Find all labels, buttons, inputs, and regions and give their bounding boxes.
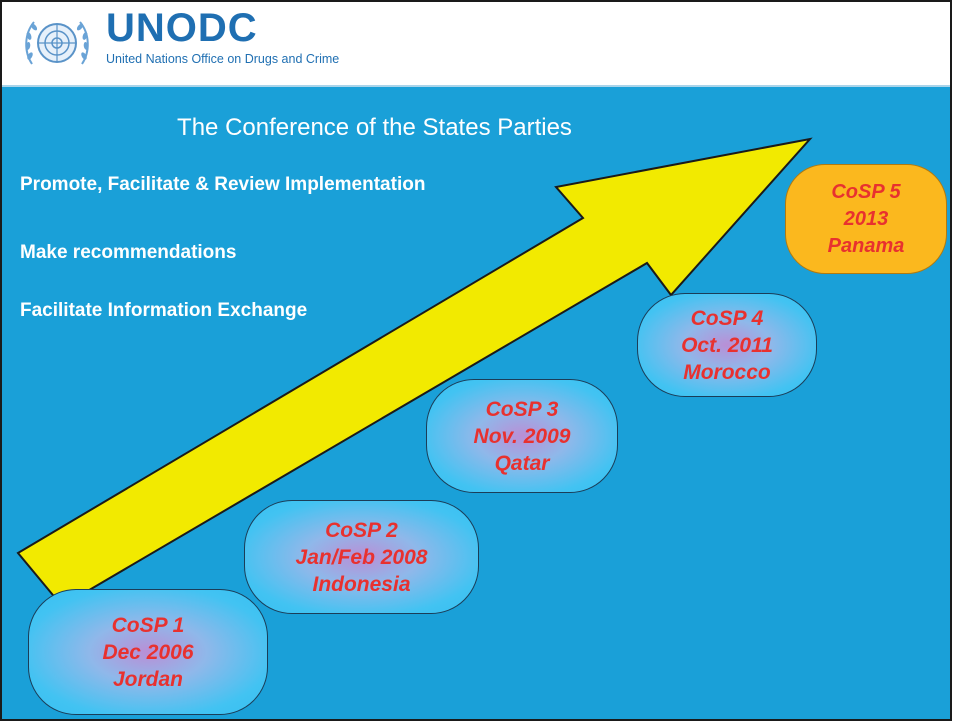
milestone-location: Jordan bbox=[112, 667, 183, 691]
milestone-location: Indonesia bbox=[312, 572, 411, 596]
milestone-location: Morocco bbox=[683, 360, 771, 384]
milestone-date: Oct. 2011 bbox=[681, 333, 773, 357]
milestone-date: 2013 bbox=[843, 207, 889, 230]
milestone-location: Panama bbox=[827, 234, 905, 257]
bullet-promote: Promote, Facilitate & Review Implementat… bbox=[20, 174, 426, 195]
milestone-label: CoSP 2 bbox=[325, 518, 398, 542]
milestone-cosp-5: CoSP 5 2013 Panama bbox=[785, 164, 947, 274]
logo-title: UNODC bbox=[106, 6, 258, 50]
slide-content: The Conference of the States Parties Pro… bbox=[2, 87, 952, 721]
milestone-date: Jan/Feb 2008 bbox=[295, 545, 428, 569]
bullet-information-exchange: Facilitate Information Exchange bbox=[20, 300, 308, 321]
header: UNODC United Nations Office on Drugs and… bbox=[2, 2, 952, 86]
milestone-cosp-3: CoSP 3 Nov. 2009 Qatar bbox=[426, 379, 618, 493]
header-divider bbox=[2, 85, 952, 87]
bullet-recommendations: Make recommendations bbox=[20, 242, 237, 263]
milestone-label: CoSP 4 bbox=[690, 306, 764, 330]
milestone-location: Qatar bbox=[494, 451, 550, 475]
milestone-date: Nov. 2009 bbox=[473, 424, 571, 448]
milestone-cosp-4: CoSP 4 Oct. 2011 Morocco bbox=[637, 293, 817, 397]
milestone-cosp-1: CoSP 1 Dec 2006 Jordan bbox=[28, 589, 268, 715]
un-emblem-icon bbox=[25, 21, 89, 65]
milestone-date: Dec 2006 bbox=[102, 640, 194, 664]
milestone-cosp-2: CoSP 2 Jan/Feb 2008 Indonesia bbox=[244, 500, 479, 614]
slide-title: The Conference of the States Parties bbox=[177, 114, 572, 141]
milestone-label: CoSP 1 bbox=[111, 613, 185, 637]
growth-arrow-icon bbox=[16, 137, 813, 608]
logo-subtitle: United Nations Office on Drugs and Crime bbox=[106, 52, 340, 66]
milestone-label: CoSP 3 bbox=[485, 397, 559, 421]
milestone-label: CoSP 5 bbox=[831, 180, 901, 203]
